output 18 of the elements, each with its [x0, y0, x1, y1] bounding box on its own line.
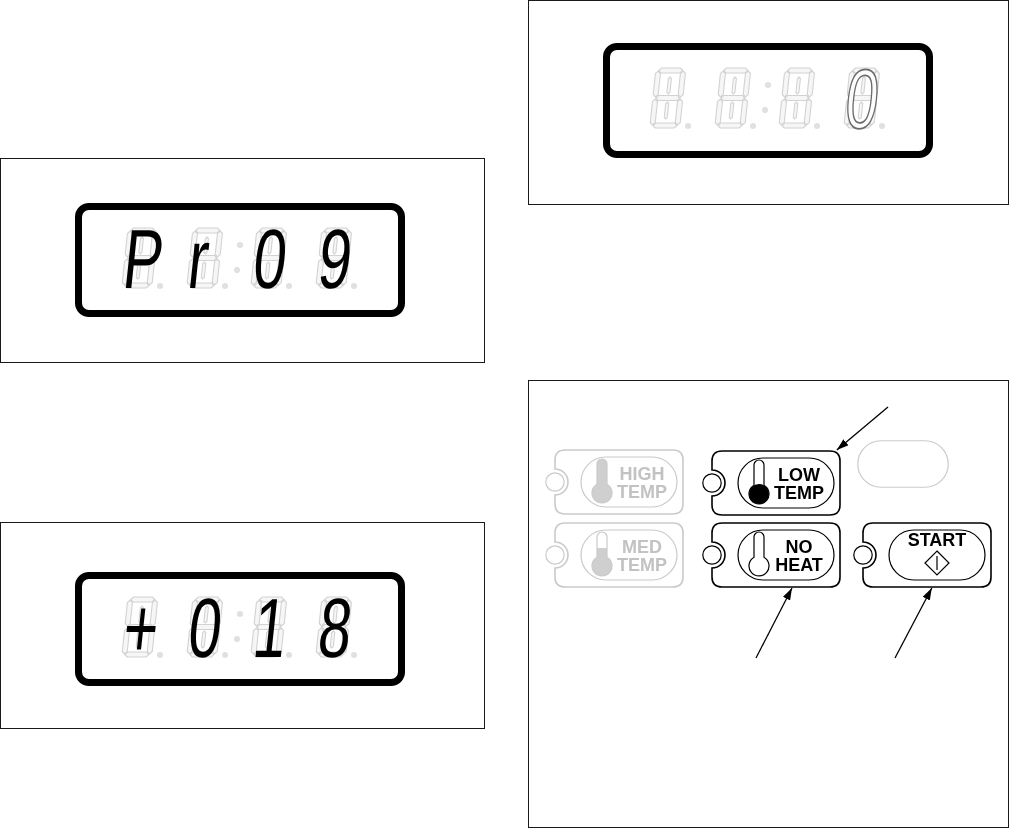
display-readout: 0 [841, 57, 885, 141]
blank-key [857, 440, 949, 488]
key-label: MED TEMP [616, 538, 668, 574]
key-plate [544, 522, 684, 588]
key-plate [701, 522, 841, 588]
key-plate [701, 450, 841, 516]
key-label: START [906, 531, 968, 549]
display-bezel [75, 572, 405, 686]
display-bezel [75, 203, 405, 317]
key-plate [544, 449, 684, 515]
key-label: NO HEAT [774, 538, 824, 574]
key-plate [852, 522, 992, 588]
arrow [894, 587, 933, 659]
arrow [836, 406, 889, 451]
arrow [755, 587, 793, 659]
key-label: LOW TEMP [773, 466, 825, 502]
key-label: HIGH TEMP [616, 465, 668, 501]
display-bezel [603, 43, 933, 158]
